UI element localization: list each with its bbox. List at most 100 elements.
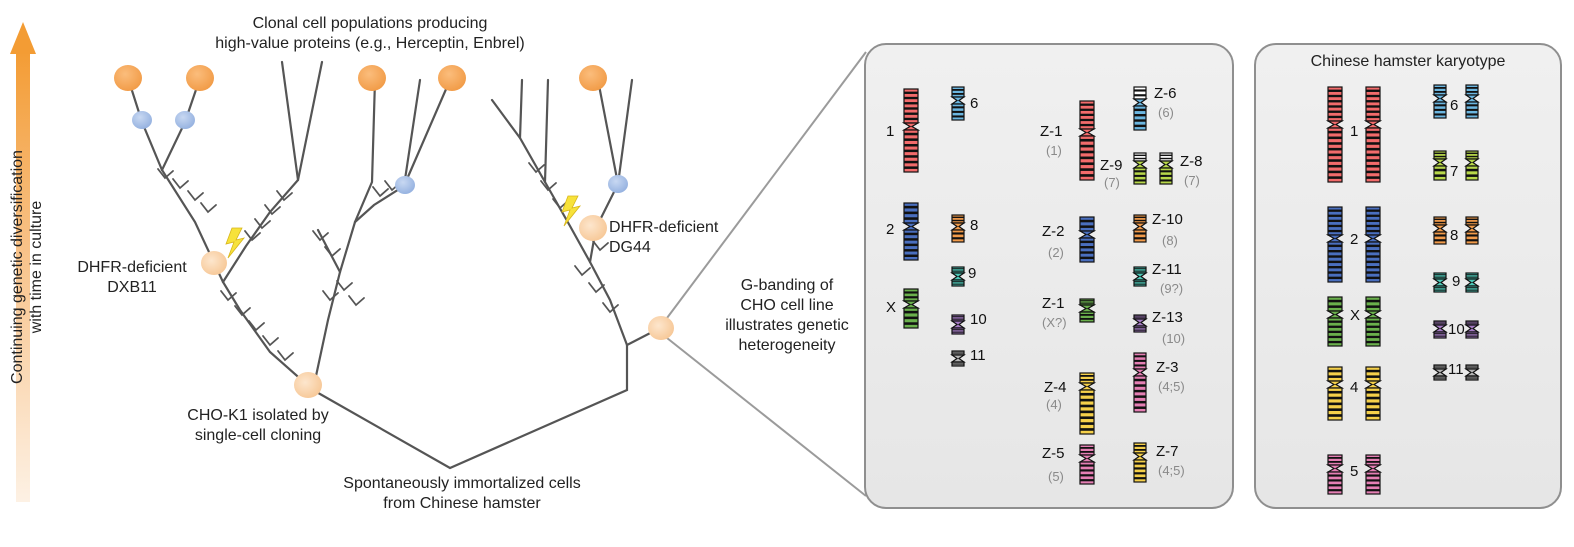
chromosome-band <box>952 110 964 113</box>
chromosome-label: Z-7 <box>1156 443 1179 460</box>
chromosome-band <box>1366 209 1380 212</box>
chromosome-band <box>904 316 918 320</box>
chromosome-band <box>1328 276 1342 280</box>
chromosome-band <box>1366 479 1380 482</box>
chromosome-band <box>1366 369 1380 373</box>
chromosome-band <box>1366 115 1380 119</box>
centromere <box>1464 158 1480 167</box>
title-line: high-value proteins (e.g., Herceptin, En… <box>215 35 525 52</box>
chromosome-band <box>952 89 964 91</box>
chromosome-cho-19 <box>1078 444 1096 485</box>
chromosome-band <box>1466 367 1478 369</box>
chromosome-band <box>1366 266 1380 269</box>
chromosome-band <box>1366 325 1380 328</box>
chromosome-band <box>1434 218 1446 221</box>
chromosome-band <box>1366 250 1380 253</box>
chromosome-arm <box>1465 375 1479 381</box>
centromere <box>1432 94 1448 103</box>
chromosome-arm <box>1327 454 1343 466</box>
chromosome-label: 2 <box>886 221 895 238</box>
cho-k1-label: CHO-K1 isolated by single-cell cloning <box>158 406 358 446</box>
chromosome-band <box>904 249 918 252</box>
chromosome-arm <box>1133 279 1147 287</box>
cells <box>114 65 674 398</box>
protein-producing-cell <box>438 65 466 91</box>
chromosome-band <box>1366 164 1380 168</box>
chromosome-band <box>1434 87 1446 89</box>
chromosome-band <box>1328 153 1342 157</box>
chromosome-band <box>1328 330 1342 334</box>
chromosome-band <box>952 219 964 222</box>
chromosome-band <box>904 155 918 158</box>
tree-twig <box>262 335 279 347</box>
chromosome-band <box>1080 156 1094 160</box>
chromosome-hamster-2b <box>1464 150 1480 181</box>
axis-label-line: Continuing genetic diversification <box>9 150 26 384</box>
dg44-cell <box>579 215 607 241</box>
tree-twig <box>187 190 204 202</box>
label-line: DG44 <box>609 239 651 256</box>
chromosome-cho-17 <box>1078 372 1096 435</box>
chromosome-arm <box>1433 375 1447 381</box>
chromosome-band <box>1434 323 1446 325</box>
chromosome-hamster-1a <box>1432 84 1448 119</box>
chromosome-arm <box>1133 459 1147 483</box>
chromosome-band <box>1134 400 1146 404</box>
chromosome-band <box>1328 320 1342 323</box>
chromosome-band <box>1466 108 1478 111</box>
chromosome-arm <box>1465 84 1479 96</box>
chromosome-arm <box>1079 237 1095 263</box>
chromosome-band <box>904 160 918 164</box>
chromosome-label: Z-8 <box>1180 153 1203 170</box>
chromosome-band <box>1366 255 1380 258</box>
chromosome-band <box>1080 256 1094 260</box>
tree-twig <box>324 246 341 258</box>
karyotype-chromosome-label: 11 <box>1448 361 1464 378</box>
chromosome-hamster-4b <box>1464 216 1480 245</box>
karyotype-chromosome-label: 5 <box>1350 463 1359 480</box>
tree-twig <box>277 350 294 362</box>
tree-twig <box>322 290 339 302</box>
chromosome-origin-label: (10) <box>1162 331 1186 346</box>
chromosome-arm <box>1327 366 1343 382</box>
title-line: Clonal cell populations producing <box>252 15 488 32</box>
chromosome-arm <box>1079 311 1095 323</box>
chromosome-arm <box>1465 150 1479 160</box>
chromosome-band <box>1366 219 1380 223</box>
chromosome-band <box>1080 451 1094 453</box>
chromosome-cho-10 <box>1132 152 1148 185</box>
trunk-branch <box>311 343 629 470</box>
chromosome-band <box>1366 94 1380 98</box>
chromosome-arm <box>951 361 965 367</box>
chromosome-band <box>1366 375 1380 378</box>
chromosome-arm <box>951 350 965 356</box>
chromosome-band <box>1134 384 1146 387</box>
chromosome-band <box>1080 118 1094 122</box>
chromosome-band <box>1366 260 1380 264</box>
chromosome-band <box>952 364 964 366</box>
chromosome-band <box>1466 323 1478 325</box>
chromosome-band <box>1328 250 1342 253</box>
transfected-cell <box>608 175 628 193</box>
karyotype-chromosome-label: 4 <box>1350 379 1359 396</box>
chromosome-cho-9 <box>1132 86 1148 131</box>
label-line: G-banding of <box>740 277 834 294</box>
chromosome-band <box>1366 136 1380 140</box>
tree-twig <box>592 240 609 252</box>
label-line: CHO cell line <box>740 297 834 314</box>
chromosome-band <box>1434 378 1446 380</box>
chromosome-label: 8 <box>970 217 979 234</box>
chromosome-band <box>1080 123 1094 127</box>
chromosome-band <box>904 211 918 215</box>
chromosome-band <box>1134 119 1146 122</box>
chromosome-band <box>1134 445 1146 447</box>
chromosome-band <box>1134 219 1146 222</box>
protein-producing-cell <box>114 65 142 91</box>
centromere <box>1132 318 1148 327</box>
chromosome-arm <box>1079 216 1095 232</box>
tree-twig <box>372 186 389 198</box>
chromosome-band <box>904 112 918 115</box>
chromosome-band <box>1080 404 1094 408</box>
chromosome-hamster-8a <box>1326 366 1344 421</box>
chromosome-band <box>952 268 964 270</box>
